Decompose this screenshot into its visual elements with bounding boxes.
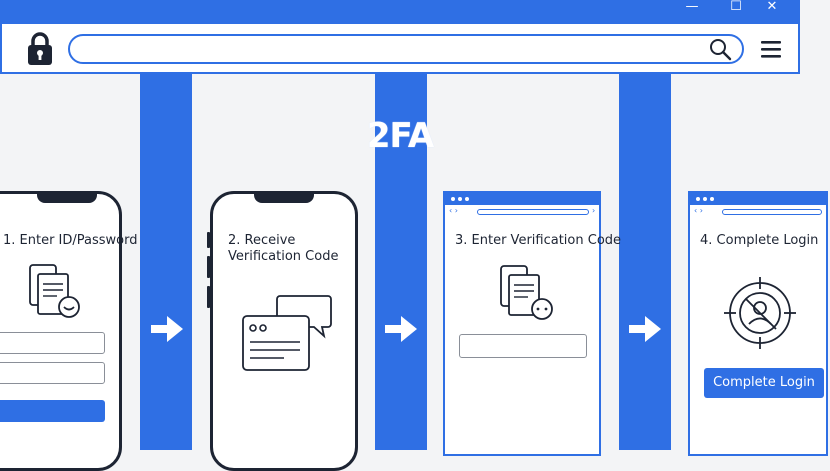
- step2-label-line1: 2. Receive: [228, 233, 296, 248]
- phone-notch: [37, 191, 97, 203]
- maximize-button[interactable]: ☐: [730, 0, 742, 14]
- phone-notch: [254, 191, 314, 203]
- hamburger-menu-icon[interactable]: [759, 38, 783, 60]
- browser-titlebar: [690, 193, 826, 205]
- minimize-button[interactable]: —: [685, 0, 699, 14]
- chat-bubbles-icon: [242, 295, 332, 371]
- search-icon[interactable]: [708, 37, 732, 61]
- search-input[interactable]: [68, 34, 744, 64]
- step1-phone: 1. Enter ID/Password: [0, 191, 138, 471]
- window-dot-icon: [458, 197, 462, 201]
- window-dot-icon: [696, 197, 700, 201]
- devices-icon: [29, 264, 80, 318]
- window-dot-icon: [465, 197, 469, 201]
- step3-browser: ‹ › › 3. Enter Verification Code: [443, 191, 621, 456]
- step4-label: 4. Complete Login: [700, 233, 819, 248]
- window-dot-icon: [710, 197, 714, 201]
- step2-label-line2: Verification Code: [228, 249, 339, 264]
- page-title: 2FA: [366, 116, 434, 156]
- browser-back-icon[interactable]: ‹ ›: [694, 206, 703, 215]
- login-button[interactable]: [0, 400, 105, 422]
- divider-column: [375, 74, 427, 450]
- browser-url-bar[interactable]: [722, 209, 822, 215]
- id-field[interactable]: [0, 332, 105, 354]
- divider-column: [140, 74, 192, 450]
- browser-back-icon[interactable]: ‹ ›: [449, 206, 458, 215]
- window-dot-icon: [703, 197, 707, 201]
- arrow-right-icon: [151, 316, 183, 342]
- toolbar: [0, 22, 800, 74]
- window-dot-icon: [451, 197, 455, 201]
- step2-phone: 2. Receive Verification Code: [207, 191, 358, 471]
- arrow-right-icon: [385, 316, 417, 342]
- devices-icon: [500, 265, 553, 320]
- side-button: [207, 286, 210, 308]
- close-button[interactable]: ✕: [766, 0, 778, 14]
- browser-url-bar[interactable]: [477, 209, 589, 215]
- side-button: [207, 232, 210, 248]
- step1-label: 1. Enter ID/Password: [3, 233, 138, 248]
- arrow-right-icon: [629, 316, 661, 342]
- browser-forward-icon[interactable]: ›: [592, 206, 596, 215]
- complete-login-button[interactable]: Complete Login: [704, 368, 824, 398]
- lock-icon: [28, 32, 52, 65]
- title-bar: — ☐ ✕: [0, 0, 800, 22]
- browser-titlebar: [445, 193, 599, 205]
- step4-browser: ‹ › 4. Complete Login Complete Login: [688, 191, 828, 456]
- step3-label: 3. Enter Verification Code: [455, 233, 622, 248]
- divider-column: [619, 74, 671, 450]
- password-field[interactable]: [0, 362, 105, 384]
- side-button: [207, 256, 210, 278]
- verification-code-field[interactable]: [459, 334, 587, 358]
- target-user-icon: [724, 277, 796, 349]
